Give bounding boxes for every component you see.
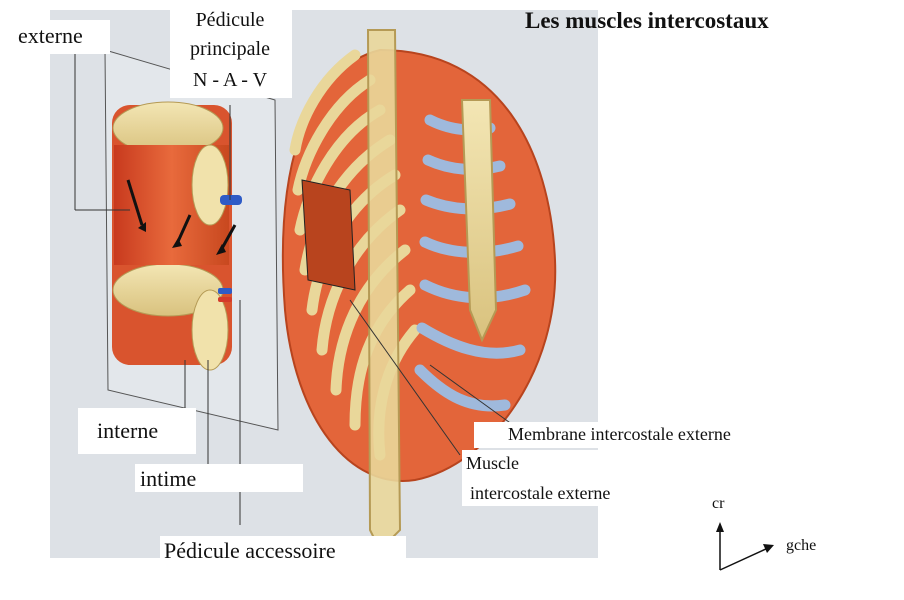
leader-lines: [74, 40, 521, 525]
label-gche: gche: [786, 537, 817, 554]
label-box-externe: [12, 20, 110, 54]
orientation-arrows: [716, 522, 774, 571]
label-pedicule-principal-3: N - A - V: [192, 69, 268, 91]
sternum: [460, 99, 498, 343]
label-pedicule-principal-1: Pédicule: [195, 9, 265, 31]
page-title: Les muscles intercostaux: [525, 8, 769, 33]
opened-window: [301, 179, 356, 291]
label-box-interne: [78, 408, 196, 454]
label-membrane: Membrane intercostale externe: [508, 424, 731, 444]
label-interne: interne: [97, 418, 159, 443]
label-pedicule-accessoire: Pédicule accessoire: [164, 538, 336, 563]
label-box-muscle: [462, 450, 672, 506]
label-pedicule-principal-2: principale: [190, 38, 270, 60]
vessel-icon: [220, 195, 242, 205]
label-cr: cr: [712, 495, 725, 512]
right-arrow-icon: [763, 544, 774, 553]
label-box-pedicule: [170, 4, 292, 98]
label-muscle-2: intercostale externe: [470, 483, 611, 503]
label-intime: intime: [140, 466, 197, 491]
ribcage: [281, 29, 557, 552]
spine: [366, 29, 402, 552]
intercostal-section: [112, 101, 242, 371]
label-box-membrane: [474, 422, 830, 448]
anatomy-illustration: [50, 10, 598, 558]
thorax-drawing: [74, 29, 557, 552]
label-box-accessoire: [160, 536, 406, 568]
label-muscle-1: Muscle: [466, 453, 519, 473]
label-box-intime: [135, 464, 303, 492]
up-arrow-icon: [716, 522, 724, 532]
label-externe: externe: [18, 23, 83, 48]
